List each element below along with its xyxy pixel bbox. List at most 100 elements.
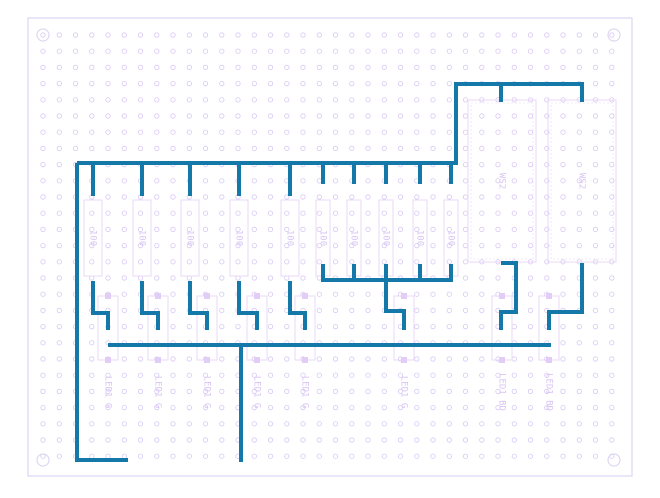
board-hole xyxy=(511,178,517,184)
board-hole xyxy=(40,81,46,87)
board-hole xyxy=(121,388,127,394)
board-hole xyxy=(251,81,257,87)
board-hole xyxy=(332,113,339,119)
board-hole xyxy=(592,388,599,394)
board-hole xyxy=(479,437,485,443)
board-hole xyxy=(251,259,257,265)
board-hole xyxy=(235,64,241,71)
board-hole xyxy=(365,113,371,119)
board-hole xyxy=(89,243,95,249)
board-hole xyxy=(609,145,615,151)
board-hole xyxy=(332,453,339,459)
board-hole xyxy=(154,421,160,427)
board-hole xyxy=(267,388,274,394)
board-hole xyxy=(446,194,452,200)
board-hole xyxy=(592,113,599,119)
board-hole xyxy=(170,226,176,232)
led-d3-label: LED1 G xyxy=(202,376,212,409)
board-hole xyxy=(479,32,485,38)
board-hole xyxy=(137,404,144,411)
board-hole xyxy=(316,453,322,459)
board-hole xyxy=(381,388,387,394)
board-hole xyxy=(40,421,46,427)
board-hole xyxy=(284,145,290,151)
board-hole xyxy=(316,194,322,200)
board-hole xyxy=(235,129,241,135)
board-hole xyxy=(332,243,339,249)
resistor-r6-label: 100 xyxy=(318,230,328,246)
board-hole xyxy=(186,437,192,443)
board-hole xyxy=(316,243,322,249)
board-hole xyxy=(251,388,257,394)
trace-1 xyxy=(75,163,128,462)
board-hole xyxy=(527,162,534,168)
board-hole xyxy=(365,372,371,378)
board-hole xyxy=(365,323,371,330)
board-hole xyxy=(592,243,599,249)
board-hole xyxy=(154,259,160,265)
board-hole xyxy=(381,356,387,362)
board-hole xyxy=(495,210,501,216)
board-hole xyxy=(479,404,485,411)
board-hole xyxy=(121,356,127,362)
board-hole xyxy=(381,97,387,103)
board-hole xyxy=(576,32,582,38)
board-hole xyxy=(267,404,274,411)
board-hole xyxy=(446,32,452,38)
board-hole xyxy=(219,259,225,265)
board-hole xyxy=(544,178,550,184)
resistor-r5-label: 100 xyxy=(285,230,295,246)
board-hole xyxy=(381,145,387,151)
board-hole xyxy=(170,48,176,54)
board-hole xyxy=(300,97,306,103)
resistor-r2-label: 100 xyxy=(137,230,147,246)
board-hole xyxy=(495,194,501,200)
board-hole xyxy=(56,421,62,427)
board-hole xyxy=(576,437,582,443)
board-hole xyxy=(560,210,566,216)
board-hole xyxy=(414,437,420,443)
board-hole xyxy=(316,210,322,216)
board-hole xyxy=(154,453,160,459)
board-hole xyxy=(284,259,290,265)
board-hole xyxy=(40,291,46,297)
board-hole xyxy=(121,32,127,38)
led-d5-label: LED1 G xyxy=(300,376,310,409)
board-hole xyxy=(219,421,225,427)
resistor-r1-label: 100 xyxy=(88,230,98,246)
board-hole xyxy=(527,437,534,443)
board-hole xyxy=(137,421,144,427)
board-hole xyxy=(89,323,95,330)
board-hole xyxy=(202,404,209,411)
board-hole xyxy=(202,243,209,249)
board-hole xyxy=(479,48,485,54)
module-m1-inner xyxy=(470,102,534,260)
board-hole xyxy=(202,226,209,232)
board-hole xyxy=(154,129,160,135)
board-hole xyxy=(495,162,501,168)
board-hole xyxy=(300,421,306,427)
board-hole xyxy=(576,145,582,151)
board-hole xyxy=(219,194,225,200)
led-d3-pad-top xyxy=(204,293,210,299)
resistor-r8-label: 100 xyxy=(381,230,391,246)
board-hole xyxy=(137,243,144,249)
board-hole xyxy=(592,404,599,411)
board-hole xyxy=(121,97,127,103)
board-hole xyxy=(479,243,485,249)
board-hole xyxy=(316,307,322,313)
board-hole xyxy=(267,113,274,119)
board-hole xyxy=(560,145,566,151)
board-hole xyxy=(202,275,209,281)
board-hole xyxy=(121,178,127,184)
led-d3-pad-bottom xyxy=(204,357,210,363)
board-hole xyxy=(137,81,144,87)
board-hole xyxy=(56,178,62,184)
board-hole xyxy=(592,421,599,427)
board-hole xyxy=(544,48,550,54)
board-hole xyxy=(40,178,46,184)
board-hole xyxy=(219,453,225,459)
board-hole xyxy=(511,210,517,216)
board-hole xyxy=(511,48,517,54)
board-hole xyxy=(284,453,290,459)
